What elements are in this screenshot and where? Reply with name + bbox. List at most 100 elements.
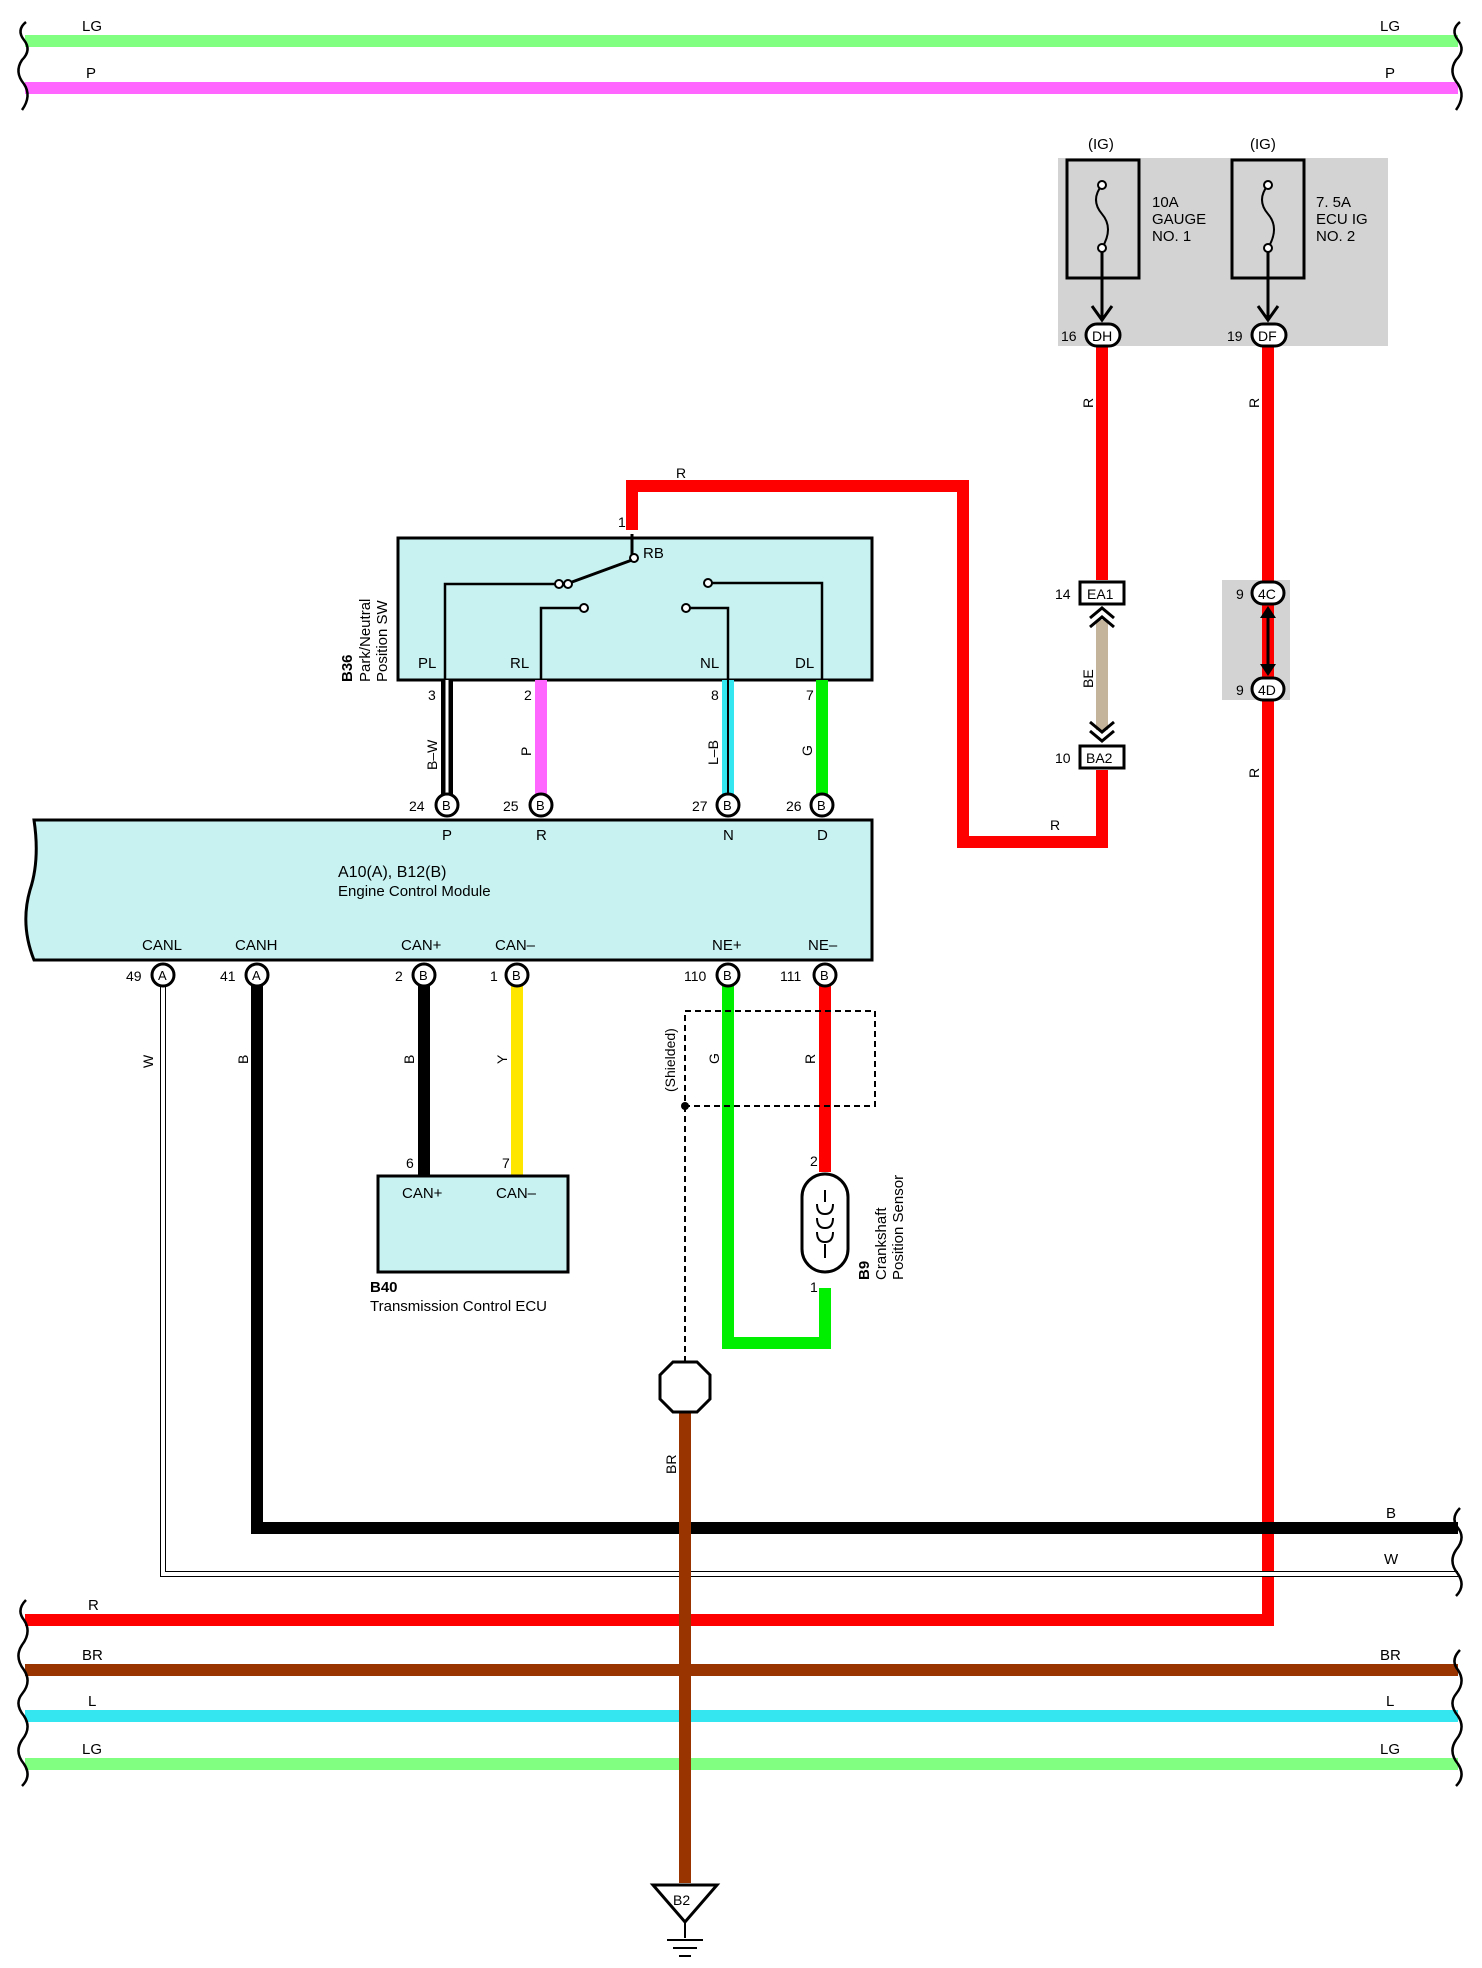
pin-number: 8 (711, 687, 719, 703)
internal-line (712, 581, 824, 680)
contact-dot (703, 578, 713, 588)
connector-dh (1084, 322, 1122, 348)
wire-label: BR (82, 1647, 103, 1664)
fuse-dot (1097, 243, 1107, 253)
pin-number: 9 (1236, 586, 1244, 602)
pin-number: 2 (395, 968, 403, 984)
wire-label: W (140, 1054, 156, 1068)
component-code: B40 (370, 1279, 398, 1296)
wire-label: LG (82, 18, 102, 35)
ecm-terminal-label: CAN– (495, 937, 536, 954)
pin-number: 9 (1236, 682, 1244, 698)
park-neutral-switch: R 1 RB PL RL NL DL B36 Park/Neutral Posi… (339, 465, 874, 682)
connector-letter: B (820, 968, 829, 983)
fuse-block-bg (1058, 158, 1388, 346)
ecm-connector (244, 962, 270, 988)
fuse-name: ECU IG (1316, 211, 1368, 228)
fuse-dot (1263, 243, 1273, 253)
component-name: Position Sensor (890, 1175, 907, 1280)
engine-control-module: P R N D A10(A), B12(B) Engine Control Mo… (24, 818, 874, 962)
pin-number: 2 (810, 1153, 818, 1169)
internal-line (539, 606, 580, 680)
fuse-1-element (1095, 184, 1109, 249)
connector-letter: B (536, 798, 545, 813)
red-feeds (25, 346, 1274, 1626)
wire-label: R (1050, 817, 1060, 833)
pin-number: 2 (524, 687, 532, 703)
pin-number: 41 (220, 968, 236, 984)
wire-label: R (802, 1054, 818, 1064)
pin-number: 6 (406, 1155, 414, 1171)
pin-number: 1 (618, 514, 626, 530)
pin-number: 111 (780, 968, 801, 984)
pin-number: 10 (1055, 750, 1071, 766)
ecm-code: A10(A), B12(B) (338, 864, 446, 881)
wire-g (722, 975, 831, 1349)
component-name: Park/Neutral (357, 599, 374, 682)
ecm-connector (528, 792, 554, 818)
shield-box (684, 1010, 876, 1107)
connector-label: DH (1092, 328, 1112, 344)
ground-label: B2 (673, 1892, 690, 1908)
connector-label: DF (1258, 328, 1277, 344)
wire-label: R (676, 465, 686, 481)
pin-number: 24 (409, 798, 425, 814)
connector-letter: B (723, 968, 732, 983)
ecm-terminal-label: N (723, 827, 734, 844)
component-code: B36 (339, 654, 356, 682)
connector-ba2 (1078, 744, 1126, 770)
shield-label: (Shielded) (662, 1028, 678, 1092)
wire-label: W (1384, 1551, 1399, 1568)
break-mark (1451, 21, 1463, 111)
pin-number: 19 (1227, 328, 1243, 344)
ecm-terminal-label: D (817, 827, 828, 844)
wire-label: G (799, 745, 815, 756)
ecm-connector (434, 792, 460, 818)
ecm-terminal-label: CANL (142, 937, 182, 954)
ground-circuit: BR B2 (649, 1360, 721, 1957)
connector-letter: B (419, 968, 428, 983)
pin-number: 14 (1055, 586, 1071, 602)
chevron-down-icon (1089, 720, 1115, 743)
arrow-down-icon (1260, 664, 1276, 676)
b36-ecm-wires: 3 2 8 7 B–W P L–B G B 24 B 25 B 27 B 26 (409, 680, 835, 818)
arrow-icon (1090, 305, 1114, 323)
ecm-connector (809, 792, 835, 818)
connector-label: EA1 (1087, 586, 1114, 602)
internal-line (443, 582, 555, 680)
contact-dot (681, 603, 691, 613)
ecm-terminal-label: CANH (235, 937, 278, 954)
fuse-name: NO. 2 (1316, 228, 1355, 245)
ecm-terminal-label: CAN+ (401, 937, 442, 954)
break-mark (17, 1599, 29, 1787)
wire-label: R (1080, 398, 1096, 408)
pin-number: 7 (502, 1155, 510, 1171)
fuse-dot (1097, 180, 1107, 190)
connector-letter: B (723, 798, 732, 813)
junction-ea1-ba2: EA1 14 BE BA2 10 R (1050, 580, 1126, 833)
wire-label: R (1246, 768, 1262, 778)
wire-label: P (518, 747, 534, 756)
component-name: Position SW (374, 599, 391, 682)
arrow-up-icon (1260, 606, 1276, 618)
pin-number: 3 (428, 687, 436, 703)
shield: (Shielded) (662, 1010, 876, 1362)
connector-4c (1250, 580, 1286, 606)
connector-label: BA2 (1086, 750, 1113, 766)
ecm-name: Engine Control Module (338, 883, 491, 900)
top-bus: LG LG P P (17, 18, 1463, 111)
wire-label: P (1385, 65, 1395, 82)
wire-b (251, 975, 1458, 1534)
pin-number: 1 (810, 1279, 818, 1295)
switch-blade (571, 558, 633, 584)
wire-label: L–B (705, 740, 721, 765)
fuse-rating: 7. 5A (1316, 194, 1351, 211)
coil-icon (816, 1190, 834, 1258)
ecm-connector (715, 962, 741, 988)
ecm-connector (812, 962, 838, 988)
pin-number: 1 (490, 968, 498, 984)
shield-node (681, 1102, 689, 1110)
contact-dot (554, 579, 564, 589)
fuse-connectors: DH 16 DF 19 R R (1061, 322, 1288, 408)
fuse-dot (1263, 180, 1273, 190)
